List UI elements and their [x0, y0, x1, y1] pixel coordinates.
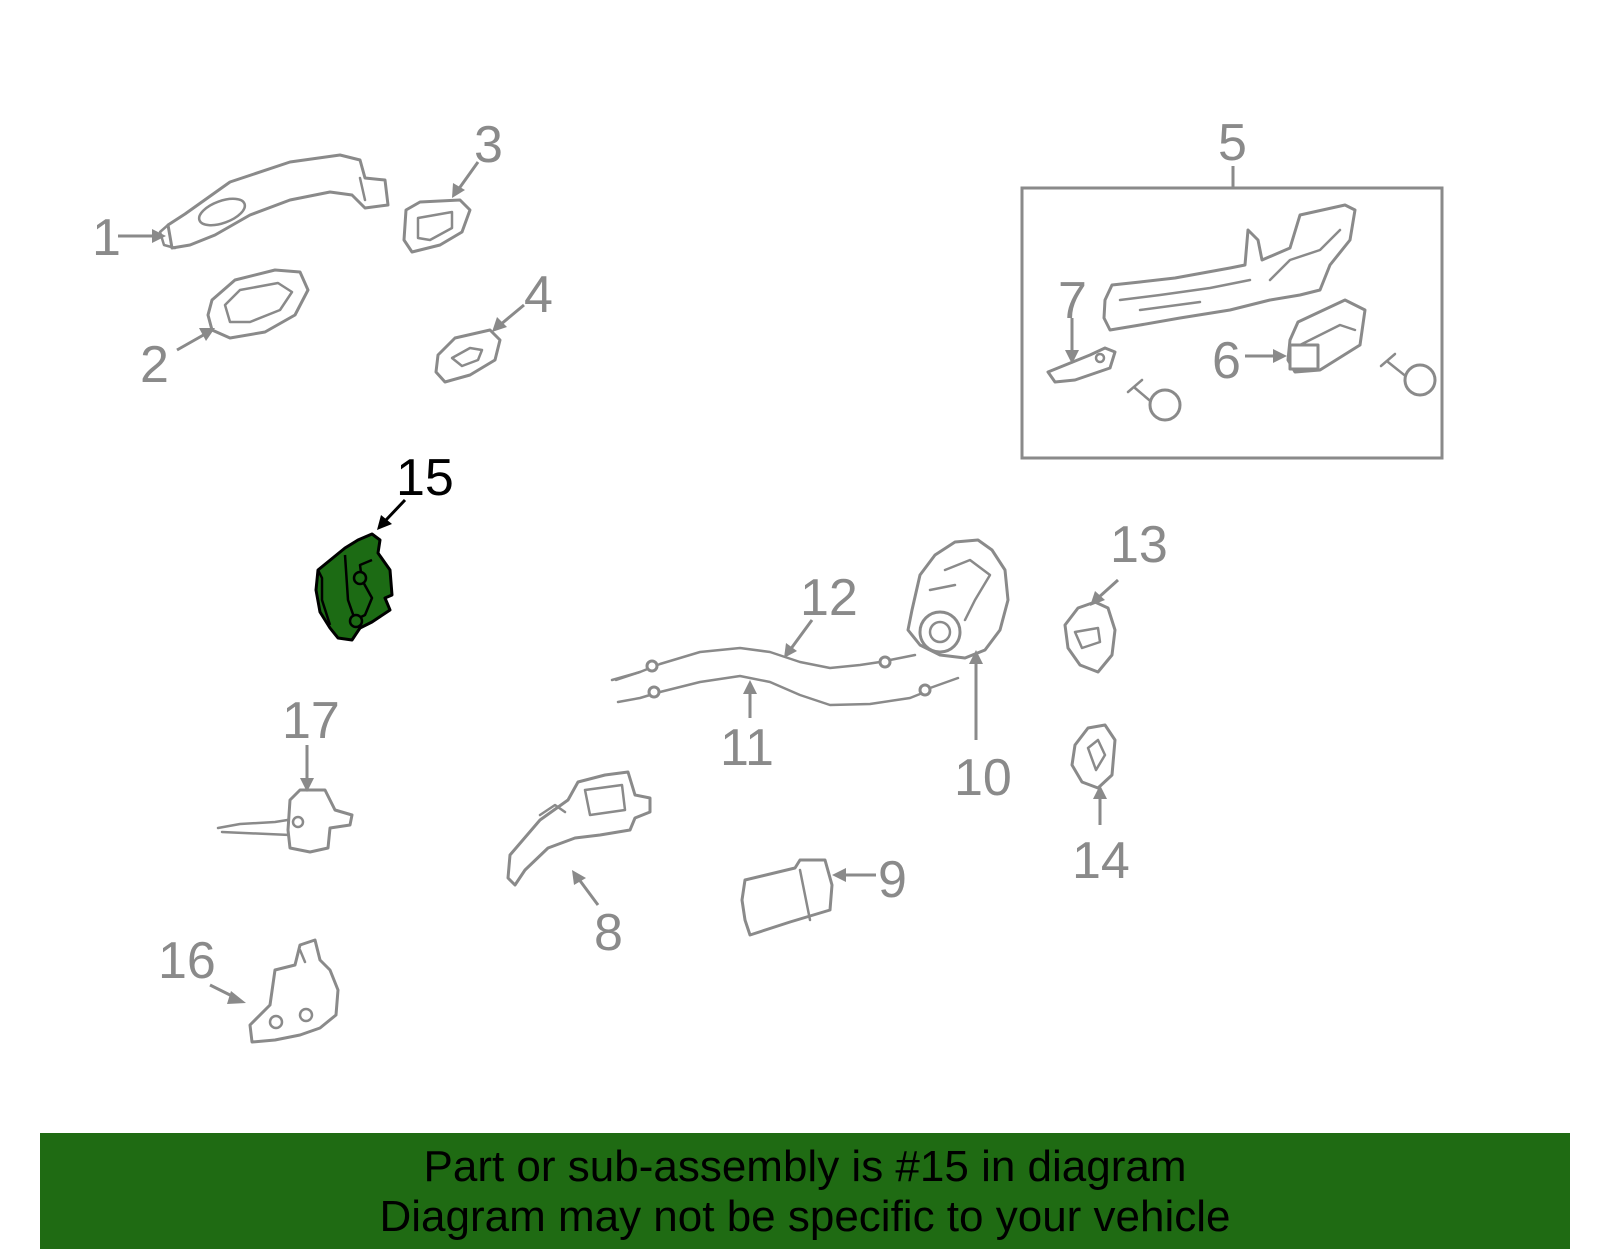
- part-9-bezel[interactable]: [740, 858, 834, 937]
- callout-6[interactable]: 6: [1212, 332, 1241, 390]
- arrowhead-14: [1093, 785, 1107, 799]
- arrowhead-13: [1090, 591, 1105, 606]
- bolt-icon: [1126, 378, 1182, 422]
- arrowhead-3: [452, 183, 465, 198]
- leader-3: [456, 161, 480, 191]
- callout-10[interactable]: 10: [954, 749, 1012, 807]
- part-12-cable[interactable]: [610, 646, 917, 682]
- callout-11[interactable]: 11: [720, 719, 774, 777]
- arrowhead-4: [492, 317, 507, 332]
- part-14-clip[interactable]: [1070, 723, 1117, 790]
- leader-15: [384, 498, 407, 522]
- callout-1[interactable]: 1: [92, 209, 121, 267]
- callout-17[interactable]: 17: [282, 692, 340, 750]
- banner-line-2: Diagram may not be specific to your vehi…: [379, 1192, 1231, 1241]
- part-7-bracket[interactable]: [1046, 346, 1117, 384]
- part-16-hinge-bracket[interactable]: [248, 938, 340, 1044]
- callout-8[interactable]: 8: [594, 904, 623, 962]
- callout-3[interactable]: 3: [474, 116, 503, 174]
- arrowhead-15: [377, 515, 392, 530]
- arrowhead-9: [832, 868, 846, 882]
- leader-4: [499, 303, 525, 327]
- arrowhead-10: [969, 650, 983, 664]
- callout-4[interactable]: 4: [524, 266, 553, 324]
- arrowhead-12: [784, 643, 797, 658]
- arrowhead-6: [1273, 349, 1287, 363]
- part-8-inside-handle[interactable]: [506, 770, 652, 887]
- arrowhead-7: [1065, 350, 1079, 364]
- banner-line-1: Part or sub-assembly is #15 in diagram: [423, 1142, 1187, 1191]
- part-6-sensor[interactable]: [1286, 298, 1367, 374]
- part-4-cover[interactable]: [434, 328, 502, 384]
- info-banner: Part or sub-assembly is #15 in diagram D…: [40, 1133, 1570, 1249]
- leader-2: [176, 331, 208, 352]
- callout-16[interactable]: 16: [158, 932, 216, 990]
- leader-13: [1096, 578, 1120, 600]
- leader-8: [576, 877, 600, 906]
- callout-14[interactable]: 14: [1072, 832, 1130, 890]
- callout-7[interactable]: 7: [1058, 272, 1087, 330]
- callout-15[interactable]: 15: [396, 449, 454, 507]
- part-1-outside-handle[interactable]: [158, 153, 390, 250]
- callout-13[interactable]: 13: [1110, 516, 1168, 574]
- part-3-cap[interactable]: [402, 198, 472, 254]
- arrowhead-17: [300, 778, 314, 792]
- leader-12: [788, 619, 814, 651]
- arrowhead-2: [199, 328, 215, 341]
- callout-5[interactable]: 5: [1218, 114, 1247, 172]
- callout-12[interactable]: 12: [800, 569, 858, 627]
- part-10-lock-actuator[interactable]: [906, 538, 1010, 660]
- callout-2[interactable]: 2: [140, 336, 169, 394]
- arrowhead-16: [227, 991, 246, 1004]
- part-5-handle-frame[interactable]: [1102, 203, 1357, 332]
- part-2-handle-pad[interactable]: [206, 268, 310, 340]
- bolt-icon: [1379, 352, 1437, 397]
- part-13-striker[interactable]: [1063, 600, 1117, 674]
- part-15-highlighted-bracket[interactable]: [314, 532, 394, 642]
- part-17-lock-rod[interactable]: [216, 788, 354, 854]
- arrowhead-1: [152, 229, 166, 243]
- arrowhead-8: [572, 870, 586, 885]
- arrowhead-11: [743, 680, 757, 694]
- part-11-cable[interactable]: [616, 674, 960, 707]
- callout-9[interactable]: 9: [878, 851, 907, 909]
